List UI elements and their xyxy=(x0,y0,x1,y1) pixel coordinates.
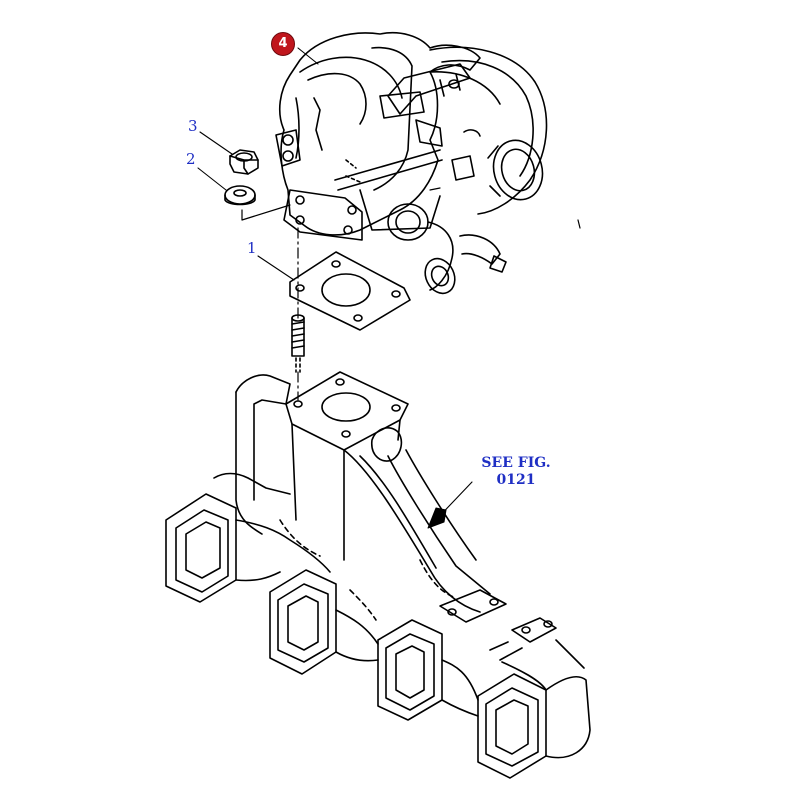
leader-1 xyxy=(257,255,295,281)
see-figure-number: 0121 xyxy=(496,472,536,488)
hex-nut xyxy=(229,149,259,175)
turbocharger xyxy=(275,32,548,295)
callout-3[interactable]: 3 xyxy=(188,117,198,135)
leader-4 xyxy=(297,47,319,65)
leader-lines xyxy=(197,47,473,525)
washer xyxy=(224,185,256,206)
assembly-lines xyxy=(241,204,299,401)
gasket xyxy=(289,251,411,331)
callout-1[interactable]: 1 xyxy=(247,239,257,257)
callout-2[interactable]: 2 xyxy=(186,150,196,168)
callout-4-badge[interactable]: 4 xyxy=(271,32,295,56)
see-figure-label: SEE FIG. xyxy=(481,455,551,471)
leader-3 xyxy=(199,131,233,155)
exhaust-manifold xyxy=(165,371,591,779)
stud-bolt xyxy=(291,314,305,373)
see-figure-reference[interactable]: SEE FIG. 0121 xyxy=(471,455,561,489)
leader-2 xyxy=(197,167,227,191)
reference-arrow-head xyxy=(427,507,447,529)
